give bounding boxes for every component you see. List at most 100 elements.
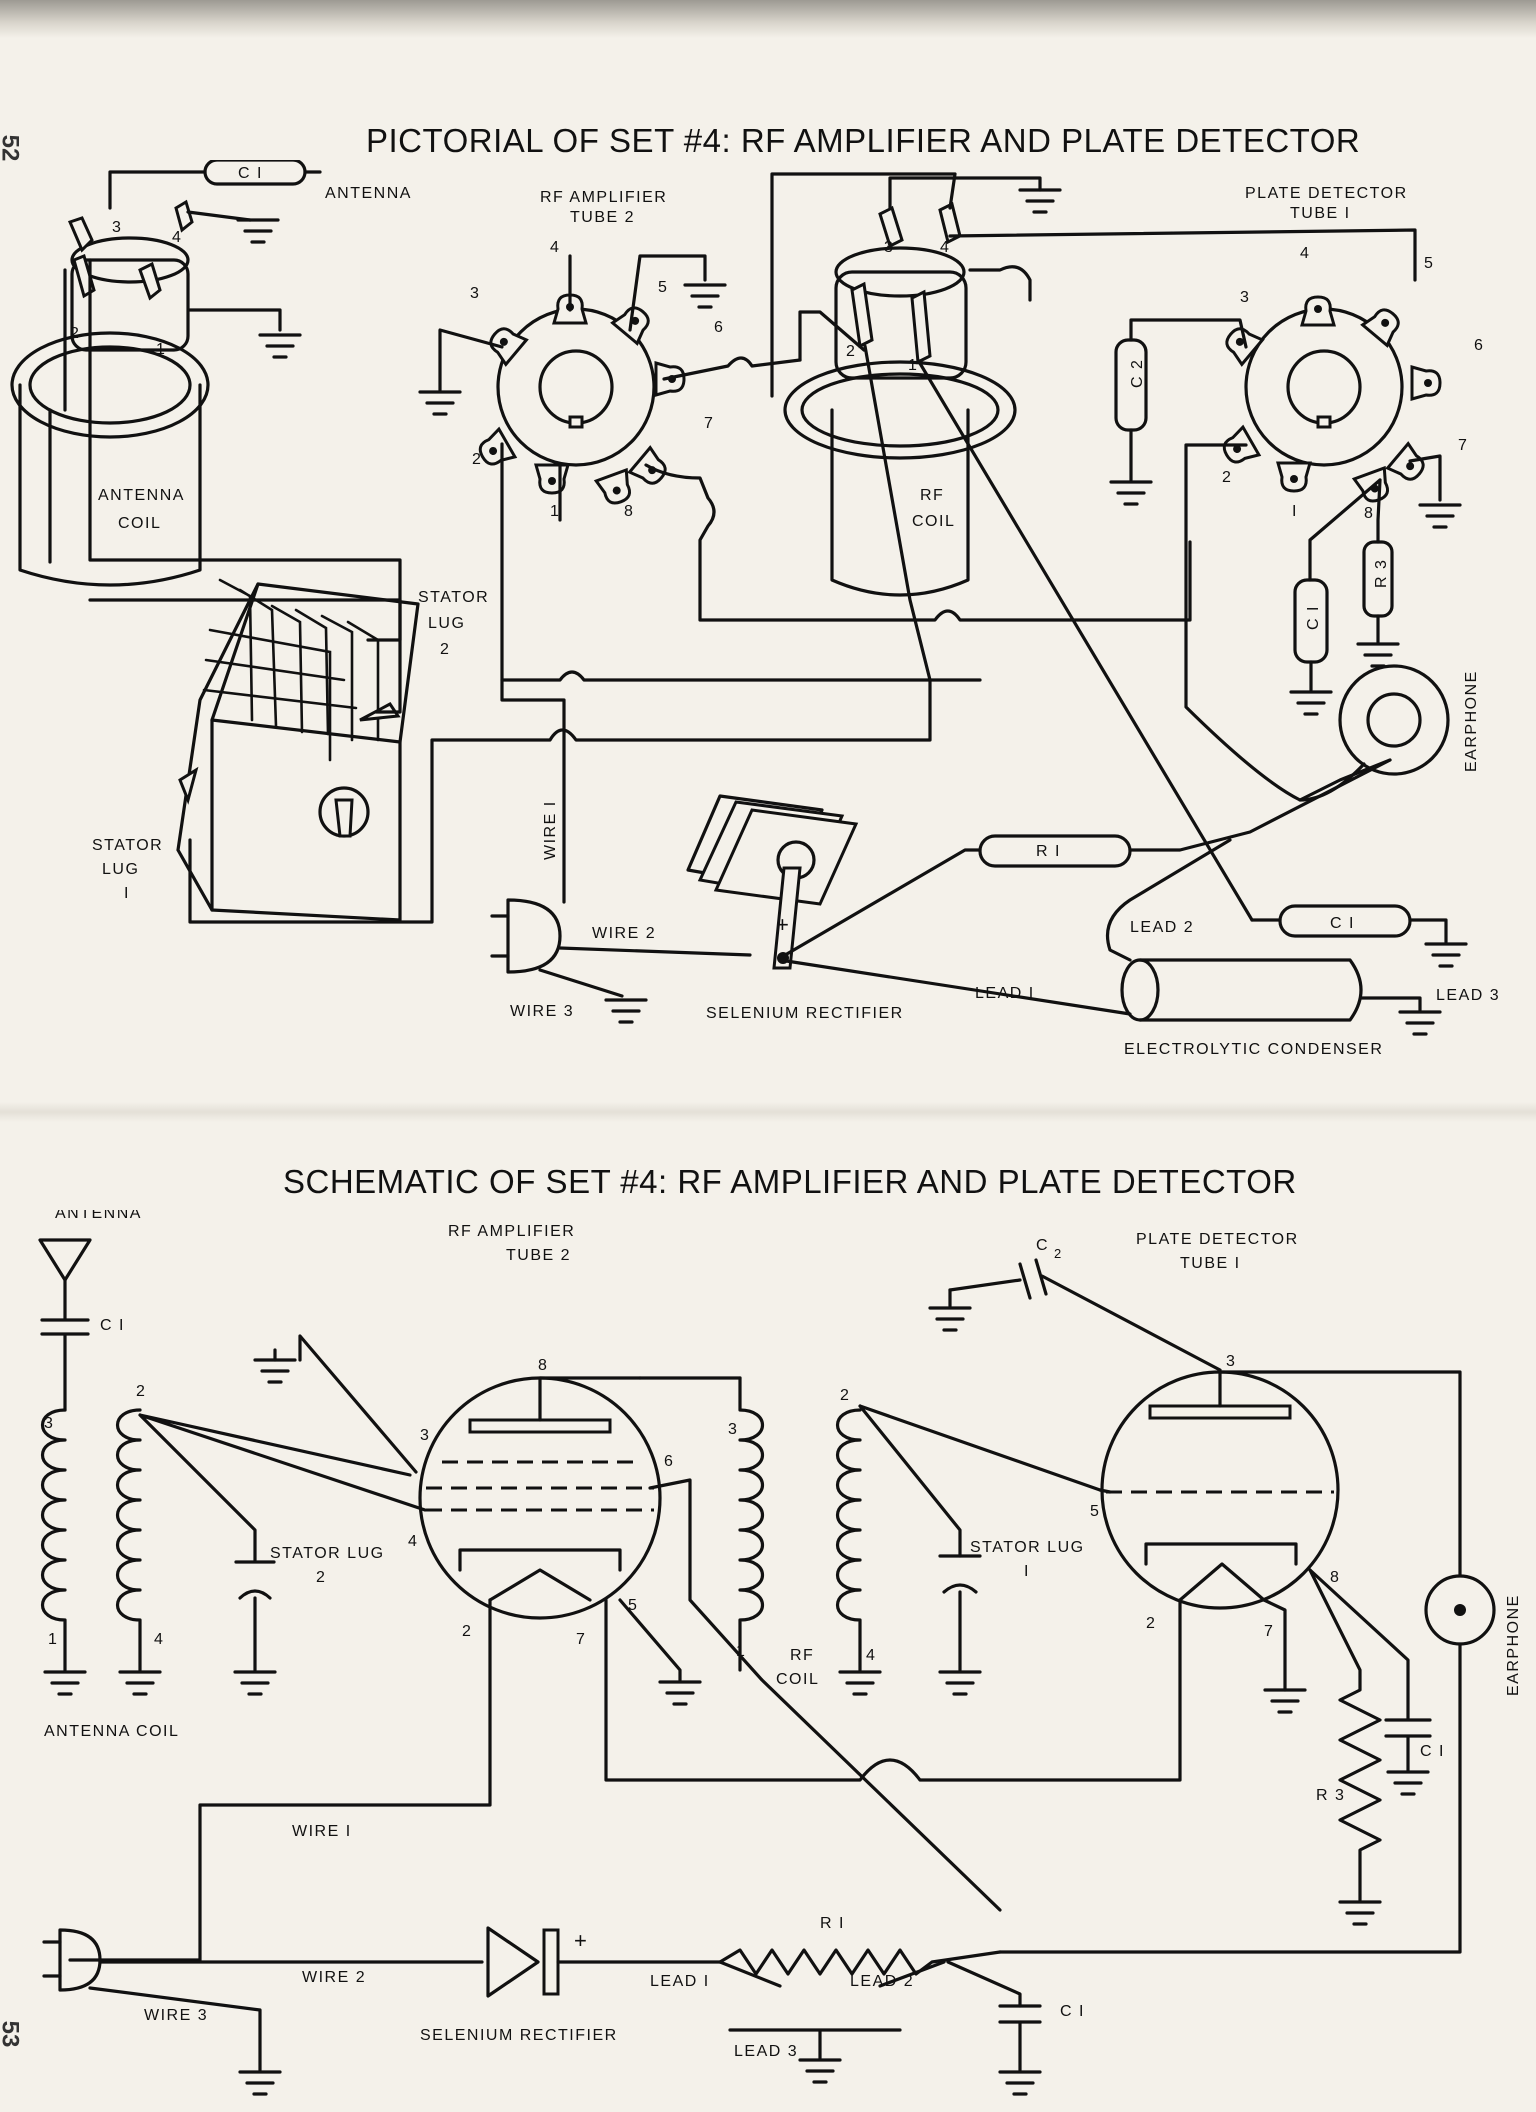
schematic-ac-pin-2: 2: [136, 1383, 146, 1400]
plate-detector-label-2: TUBE I: [1290, 205, 1351, 222]
stator-lug-1-label-2: LUG: [102, 861, 139, 878]
schematic-power-plug: [58, 1928, 102, 1992]
rf-amplifier-label-1: RF AMPLIFIER: [540, 189, 667, 206]
pictorial-wire-3-label: WIRE 3: [510, 1003, 574, 1020]
schematic-selenium-rectifier: +: [486, 1926, 587, 1998]
rf-amp-pin-3: 3: [470, 285, 480, 302]
rf-coil: RF COIL 3 4 2 1: [783, 201, 1032, 597]
antenna-coil-pin-4: 4: [172, 229, 182, 246]
schematic-det-pin-3: 3: [1226, 1353, 1236, 1370]
schematic-c2-label: C: [1036, 1237, 1049, 1254]
schematic-stator-2-label-2: 2: [316, 1569, 326, 1586]
schematic-rf-coil-label-1: RF: [790, 1647, 814, 1664]
stator-lug-1-label-1: STATOR: [92, 837, 163, 854]
schematic-c2-sub-label: 2: [1054, 1246, 1063, 1261]
schematic-lead-2-label: LEAD 2: [850, 1973, 914, 1990]
schematic-ac-pin-3: 3: [44, 1415, 54, 1432]
rf-coil-pin-3: 3: [884, 239, 894, 256]
detector-pin-1: I: [1292, 503, 1298, 520]
rf-coil-label-1: RF: [920, 487, 944, 504]
antenna-coil-pin-1: 1: [156, 341, 166, 358]
schematic-det-pin-8: 8: [1330, 1569, 1340, 1586]
schematic-c1-bottom-label: C I: [1060, 2003, 1085, 2020]
pictorial-title: PICTORIAL OF SET #4: RF AMPLIFIER AND PL…: [366, 122, 1361, 159]
pictorial-earphone: EARPHONE: [1338, 664, 1480, 776]
antenna-coil-pin-2: 2: [70, 325, 80, 342]
rf-coil-pin-4: 4: [940, 239, 950, 256]
schematic-earphone: EARPHONE: [1424, 1574, 1522, 1696]
rf-amp-pin-1: 1: [550, 503, 560, 520]
pictorial-selenium-label: SELENIUM RECTIFIER: [706, 1005, 904, 1022]
rf-amp-pin-8: 8: [624, 503, 634, 520]
detector-pin-7: 7: [1458, 437, 1468, 454]
schematic-r3-resistor: [1308, 1568, 1382, 1902]
pictorial-variable-capacitor: [176, 578, 420, 922]
schematic-stator-2-label-1: STATOR LUG: [270, 1545, 385, 1562]
schematic-c1-bottom-capacitor: [998, 2004, 1042, 2072]
schematic-antenna-coil-label: ANTENNA COIL: [44, 1723, 179, 1740]
pictorial-r3-label: R 3: [1373, 559, 1390, 588]
schematic-rf-pin-3: 3: [420, 1427, 430, 1444]
antenna-coil-pin-3: 3: [112, 219, 122, 236]
antenna-coil-label-2: COIL: [118, 515, 161, 532]
page-number-top: 52: [0, 134, 24, 162]
pictorial-antenna-label: ANTENNA: [325, 185, 412, 202]
schematic-rf-pin-5: 5: [628, 1597, 638, 1614]
schematic-r3-label: R 3: [1316, 1787, 1345, 1804]
stator-lug-2-label-3: 2: [440, 641, 450, 658]
antenna-coil-label-1: ANTENNA: [98, 487, 185, 504]
schematic-rf-amplifier-label-1: RF AMPLIFIER: [448, 1223, 575, 1240]
schematic-stator-1-label-1: STATOR LUG: [970, 1539, 1085, 1556]
schematic-lead-1-label: LEAD I: [650, 1973, 710, 1990]
detector-pin-5: 5: [1424, 255, 1434, 272]
rf-amplifier-label-2: TUBE 2: [570, 209, 635, 226]
schematic-rf-pin-8: 8: [538, 1357, 548, 1374]
rf-amp-pin-2: 2: [472, 451, 482, 468]
antenna-coil: ANTENNA COIL 3 4 2 1: [10, 199, 210, 587]
schematic-rf-pin-4: 4: [408, 1533, 418, 1550]
schematic-rf-amplifier-label-2: TUBE 2: [506, 1247, 571, 1264]
schematic-wire-3-label: WIRE 3: [144, 2007, 208, 2024]
schematic-rf-coil-label-2: COIL: [776, 1671, 819, 1688]
pictorial-electrolytic-condenser: [1120, 958, 1363, 1022]
rf-amp-pin-7: 7: [704, 415, 714, 432]
detector-pin-3: 3: [1240, 289, 1250, 306]
schematic-ac-pin-4: 4: [154, 1631, 164, 1648]
plate-detector-tube-1-socket: [1217, 295, 1442, 507]
schematic-det-pin-7: 7: [1264, 1623, 1274, 1640]
detector-pin-4: 4: [1300, 245, 1310, 262]
stator-lug-2-label-2: LUG: [428, 615, 465, 632]
schematic-lead-3-label: LEAD 3: [734, 2043, 798, 2060]
schematic-antenna-label: ANTENNA: [55, 1210, 142, 1222]
schematic-det-pin-2: 2: [1146, 1615, 1156, 1632]
pictorial-earphone-label: EARPHONE: [1463, 670, 1480, 772]
pictorial-power-plug: [506, 898, 562, 974]
schematic-c1-right-label: C I: [1420, 1743, 1445, 1760]
schematic-wire-2-label: WIRE 2: [302, 1969, 366, 1986]
schematic-antenna-icon: [38, 1238, 92, 1282]
detector-pin-2: 2: [1222, 469, 1232, 486]
detector-pin-8: 8: [1364, 505, 1374, 522]
rf-amplifier-tube-2-socket: [473, 293, 686, 509]
pictorial-rectifier-plus: +: [776, 912, 790, 937]
rf-amp-pin-6: 6: [714, 319, 724, 336]
schematic-ac-pin-1: 1: [48, 1631, 58, 1648]
schematic-antenna-coil: 3 2 1 4: [40, 1383, 164, 1672]
schematic-rf-pin-2: 2: [462, 1623, 472, 1640]
rf-coil-pin-1: 1: [908, 357, 918, 374]
rf-coil-pin-2: 2: [846, 343, 856, 360]
schematic-rfcoil-pin-3: 3: [728, 1421, 738, 1438]
schematic-plate-detector-label-2: TUBE I: [1180, 1255, 1241, 1272]
schematic-rf-pin-7: 7: [576, 1631, 586, 1648]
schematic-plate-detector-label-1: PLATE DETECTOR: [1136, 1231, 1299, 1248]
schematic-rfcoil-pin-4: 4: [866, 1647, 876, 1664]
detector-pin-6: 6: [1474, 337, 1484, 354]
schematic-r1-resistor: [718, 1948, 1002, 1976]
schematic-diagram: ANTENNA C I 3 2 1 4 ANTENNA COIL STATOR …: [38, 1210, 1522, 2096]
schematic-c1-antenna-label: C I: [100, 1317, 125, 1334]
stator-lug-1-label-3: I: [124, 885, 130, 902]
pictorial-c2-label: C 2: [1129, 359, 1146, 388]
rf-amp-pin-4: 4: [550, 239, 560, 256]
pictorial-wire-2-label: WIRE 2: [592, 925, 656, 942]
page-top-edge: [0, 0, 1536, 38]
